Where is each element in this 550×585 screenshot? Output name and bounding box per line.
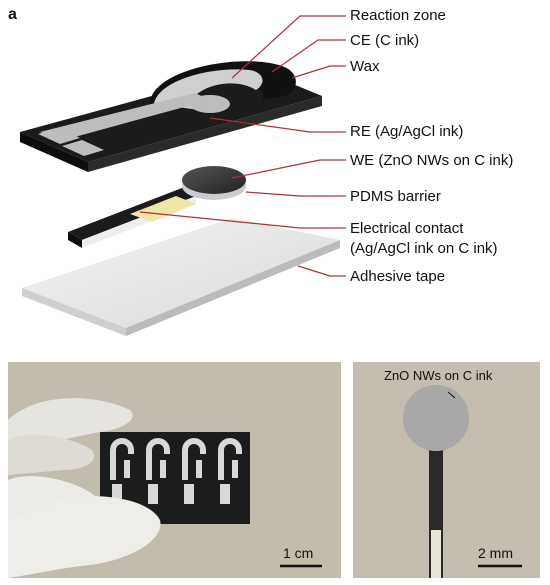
- callout-pdms: PDMS barrier: [350, 188, 441, 205]
- callout-contact-detail: (Ag/AgCl ink on C ink): [350, 240, 498, 257]
- callout-re: RE (Ag/AgCl ink): [350, 123, 464, 140]
- callout-reaction-zone: Reaction zone: [350, 7, 446, 24]
- callout-wax: Wax: [350, 58, 380, 75]
- callout-tape: Adhesive tape: [350, 268, 446, 285]
- adhesive-tape: [22, 218, 340, 336]
- callout-contact: Electrical contact: [350, 220, 464, 237]
- callout-ce: CE (C ink): [350, 32, 420, 49]
- photo-c-label: ZnO NWs on C ink: [384, 368, 493, 383]
- callout-lines: [139, 15, 346, 277]
- wax-layer: [20, 61, 322, 172]
- callout-we: WE (ZnO NWs on C ink): [350, 152, 514, 169]
- we-strip: [68, 166, 246, 248]
- scale-label-b: 1 cm: [283, 545, 314, 561]
- panel-letter-a: a: [8, 6, 17, 23]
- scale-label-c: 2 mm: [478, 545, 513, 561]
